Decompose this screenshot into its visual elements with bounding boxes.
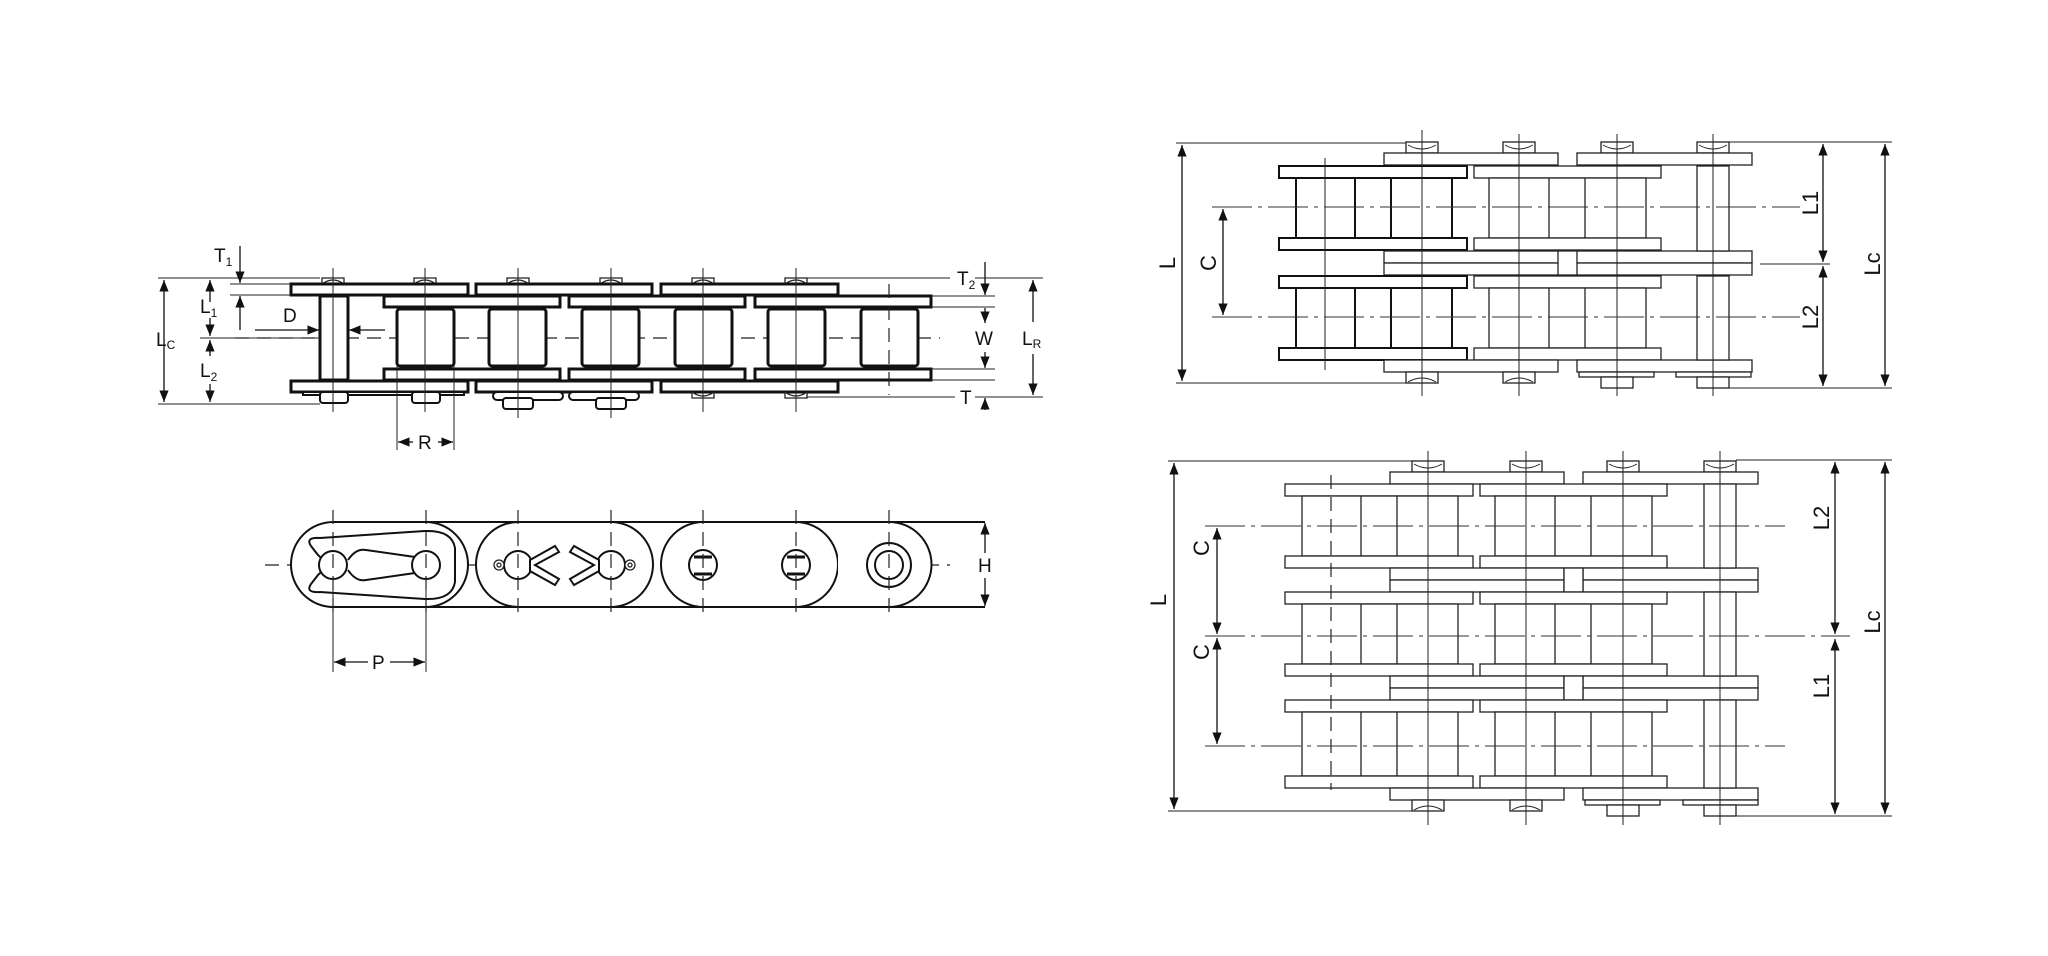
inner-plates-top	[382, 294, 933, 309]
label-T2: T2	[957, 269, 976, 292]
inner-plates-bottom	[382, 367, 933, 382]
ds-label-Lc: Lc	[1860, 252, 1885, 275]
ds-label-C: C	[1196, 255, 1221, 271]
ts-label-C-upper: C	[1189, 540, 1214, 556]
label-Lc: LC	[156, 330, 176, 352]
label-L2: L2	[200, 361, 218, 384]
double-strand-view: L C L1 L2 Lc	[1155, 130, 1892, 396]
ds-label-L2: L2	[1798, 305, 1823, 329]
ts-label-L: L	[1146, 594, 1171, 606]
label-P: P	[372, 653, 385, 674]
ds-label-L1: L1	[1798, 191, 1823, 215]
dimension-lines-right	[807, 262, 1043, 410]
cotter-pin-icon	[529, 544, 561, 587]
ts-label-C-lower: C	[1189, 644, 1214, 660]
pin-heads-top	[321, 277, 808, 286]
ts-label-L2: L2	[1809, 506, 1834, 530]
plate-view: P H	[265, 510, 992, 674]
rollers	[395, 307, 920, 368]
pin-centerlines	[332, 268, 890, 418]
riveted-link-plate	[660, 521, 839, 608]
pin-ends-bottom	[319, 390, 808, 410]
label-L1: L1	[200, 297, 218, 320]
ts-label-Lc: Lc	[1860, 610, 1885, 633]
connecting-pin	[318, 294, 350, 382]
triple-strand-view: L C C L2 L1 Lc	[1146, 451, 1892, 825]
label-R: R	[418, 433, 432, 454]
label-W: W	[975, 329, 993, 350]
ds-pin-caps-top	[1405, 141, 1730, 154]
ds-label-L: L	[1155, 257, 1180, 269]
outer-plates-top	[289, 282, 840, 297]
outer-plates-bottom	[289, 379, 840, 396]
label-T: T	[960, 388, 972, 409]
label-H: H	[978, 556, 992, 577]
dimension-lines-left	[158, 246, 455, 450]
label-D: D	[283, 306, 297, 327]
side-view: T1 L1 L2 LC D R T2 W LR T	[156, 246, 1043, 454]
label-LR: LR	[1022, 329, 1042, 351]
ts-label-L1: L1	[1809, 674, 1834, 698]
label-T1: T1	[214, 246, 233, 269]
